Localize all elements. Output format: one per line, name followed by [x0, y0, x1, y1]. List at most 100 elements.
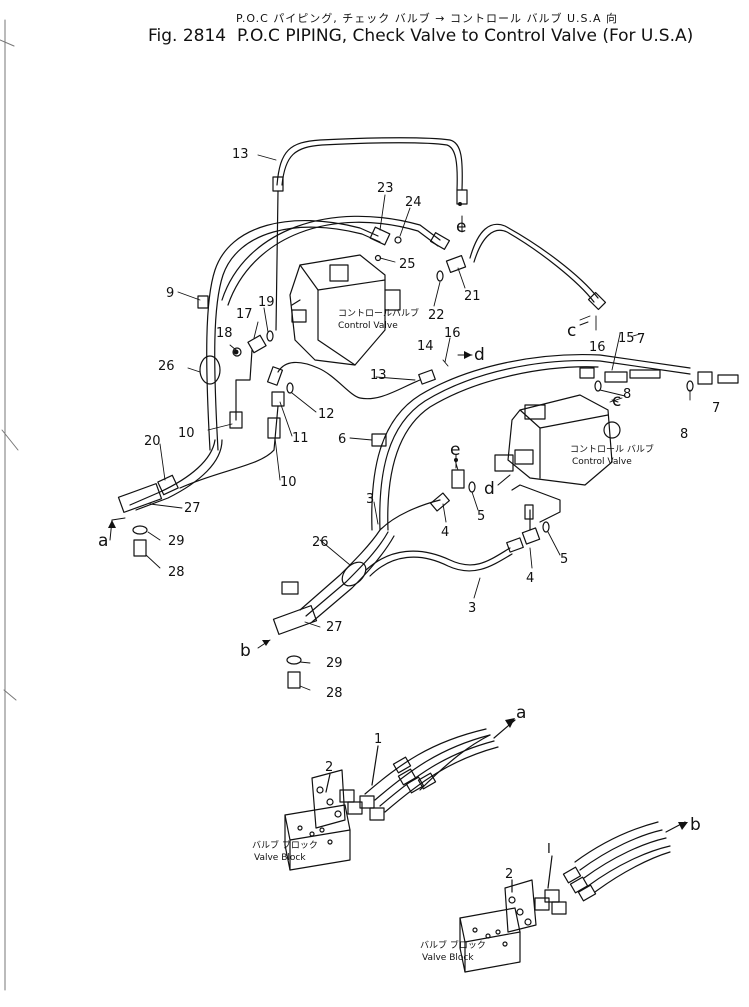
hose-e-right-inner	[473, 229, 595, 303]
label-26-b: 26	[312, 535, 329, 550]
label-11: 11	[292, 431, 309, 446]
label-13: 13	[232, 147, 249, 162]
fitting-4-lower-a	[506, 537, 524, 553]
label-26: 26	[158, 359, 175, 374]
hose-13-drop	[275, 190, 279, 331]
washer-29-upper	[132, 525, 148, 535]
label-28: 28	[168, 565, 185, 580]
detail-b-plate	[504, 879, 537, 933]
washer-29-lower	[286, 655, 302, 665]
fitting-hose-end	[429, 232, 451, 250]
control-valve-lower	[494, 394, 621, 486]
label-22: 22	[428, 308, 445, 323]
fitting-7-right	[629, 369, 661, 379]
label-29-b: 29	[326, 656, 343, 671]
label-5-b: 5	[560, 552, 568, 567]
figure-number: Fig. 2814	[148, 26, 227, 46]
hose-3-lower-b	[369, 553, 513, 577]
hose-bundle-left-a	[206, 219, 379, 451]
detail-a-assembly	[284, 719, 516, 871]
hose-bundle-lower-c	[179, 449, 275, 489]
figure-caption: P.O.C PIPING, Check Valve to Control Val…	[236, 26, 694, 46]
label-28-b: 28	[326, 686, 343, 701]
clamp-9	[197, 295, 209, 309]
oring-22	[436, 270, 444, 282]
figure-title: Fig. 2814 P.O.C PIPING, Check Valve to C…	[148, 26, 693, 46]
fitting-7-mid	[604, 371, 628, 383]
label-27-b: 27	[326, 620, 343, 635]
bolt-28-lower	[287, 671, 301, 689]
label-b: b	[240, 641, 251, 661]
label-c-b: c	[612, 391, 621, 411]
fitting-7-elbow	[697, 371, 713, 385]
label-7-b: 7	[712, 401, 720, 416]
clamp-27-lower	[272, 605, 318, 635]
oring-12	[286, 382, 294, 394]
label-7: 7	[637, 332, 645, 347]
valve-block-a	[284, 804, 351, 871]
figure-subtitle-jp: P.O.C パイピング, チェック バルブ → コントロール バルブ U.S.A…	[236, 12, 619, 25]
label-13-b: 13	[370, 368, 387, 383]
fitting-b-loose	[281, 581, 299, 595]
clamp-26-upper	[199, 355, 221, 385]
clamp-26-lower	[341, 561, 367, 587]
oring-8-right	[686, 380, 694, 392]
detail-b-assembly	[459, 821, 686, 973]
scan-margin-marks	[0, 19, 19, 991]
hose-13-upper-inner	[281, 142, 458, 191]
hose-13-fitting-right	[456, 189, 468, 205]
detail-a-plate	[311, 769, 346, 829]
label-d: d	[474, 345, 485, 365]
hose-3-up	[379, 499, 441, 531]
valve-block-en-a: Valve Block	[254, 853, 306, 863]
fitting-11	[271, 391, 285, 407]
valve-block-b	[459, 907, 521, 973]
fitting-10b	[267, 417, 281, 439]
label-d-b: d	[484, 479, 495, 499]
label-25: 25	[399, 257, 416, 272]
oring-19	[266, 330, 274, 342]
fitting-23	[369, 226, 391, 246]
hose-13-lower	[277, 361, 421, 400]
label-3-b: 3	[468, 601, 476, 616]
hose-bundle-left-c	[221, 215, 441, 301]
label-10-b: 10	[280, 475, 297, 490]
part-labels: 13 23 24 e 25 9 21 22 17 19 18 16 c 15 1…	[98, 147, 720, 882]
label-8: 8	[623, 387, 631, 402]
label-6: 6	[338, 432, 346, 447]
label-27: 27	[184, 501, 201, 516]
filled-markers	[233, 202, 462, 462]
hose-3-a	[299, 529, 381, 611]
clamp-27-upper	[117, 483, 163, 513]
hose-3-lower	[365, 547, 511, 571]
hose-bundle-lower-b	[135, 439, 223, 511]
label-16-b: 16	[589, 340, 606, 355]
hose-bundle-left-d	[227, 221, 439, 306]
fitting-4-lower-b	[521, 527, 541, 545]
fitting-13-lower	[266, 366, 284, 386]
label-b-detail: b	[690, 815, 701, 835]
label-5: 5	[477, 509, 485, 524]
label-20: 20	[144, 434, 161, 449]
label-a-b: a	[516, 703, 526, 723]
label-17: 17	[236, 307, 253, 322]
plug-18	[232, 347, 242, 357]
label-15: 15	[618, 331, 635, 346]
fitting-15	[587, 291, 607, 311]
fitting-7-left	[579, 367, 595, 379]
control-valve-jp-lower: コントロール バルブ	[570, 443, 654, 455]
label-9: 9	[166, 286, 174, 301]
control-valve-upper	[289, 254, 401, 366]
label-23: 23	[377, 181, 394, 196]
label-2: 2	[325, 760, 333, 775]
hose-6-c	[387, 366, 599, 531]
valve-block-jp-b: バルブ ブロック	[420, 939, 486, 951]
hose-6-a	[371, 354, 691, 531]
leader-d-lower	[511, 484, 561, 523]
label-24: 24	[405, 195, 422, 210]
bolt-28-upper	[133, 539, 147, 557]
label-12: 12	[318, 407, 335, 422]
label-3: 3	[366, 492, 374, 507]
label-10: 10	[178, 426, 195, 441]
label-19: 19	[258, 295, 275, 310]
